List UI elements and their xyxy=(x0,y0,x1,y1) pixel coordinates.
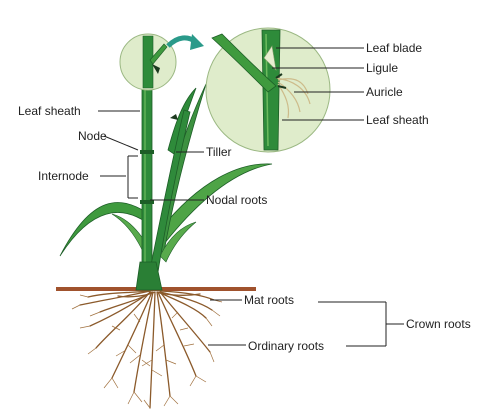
tiller-stem xyxy=(149,109,191,273)
pointer-lines xyxy=(98,47,404,347)
label-mat-roots: Mat roots xyxy=(244,293,295,307)
label-ligule: Ligule xyxy=(366,61,399,75)
label-nodal-roots: Nodal roots xyxy=(206,193,268,207)
label-leaf-sheath: Leaf sheath xyxy=(18,104,81,118)
left-drooping-leaf xyxy=(59,202,147,257)
zoom-leaf-blade xyxy=(211,33,277,93)
label-ordinary-roots: Ordinary roots xyxy=(248,339,325,353)
label-leaf-blade: Leaf blade xyxy=(366,41,423,55)
zoom-ligule xyxy=(263,45,277,71)
label-auricle: Auricle xyxy=(366,85,403,99)
nodes xyxy=(140,114,178,204)
zoom-auricle xyxy=(275,77,311,119)
zoom-detail xyxy=(211,29,311,151)
label-internode: Internode xyxy=(38,169,89,183)
root-system xyxy=(79,290,215,409)
label-tiller: Tiller xyxy=(206,145,232,159)
right-long-leaf xyxy=(159,163,273,245)
root-hairs xyxy=(71,294,223,409)
stem-base xyxy=(135,261,163,291)
lower-right-leaf xyxy=(159,221,197,263)
label-crown-roots: Crown roots xyxy=(406,317,471,331)
label-leaf-sheath-detail: Leaf sheath xyxy=(366,113,429,127)
label-node: Node xyxy=(78,129,107,143)
